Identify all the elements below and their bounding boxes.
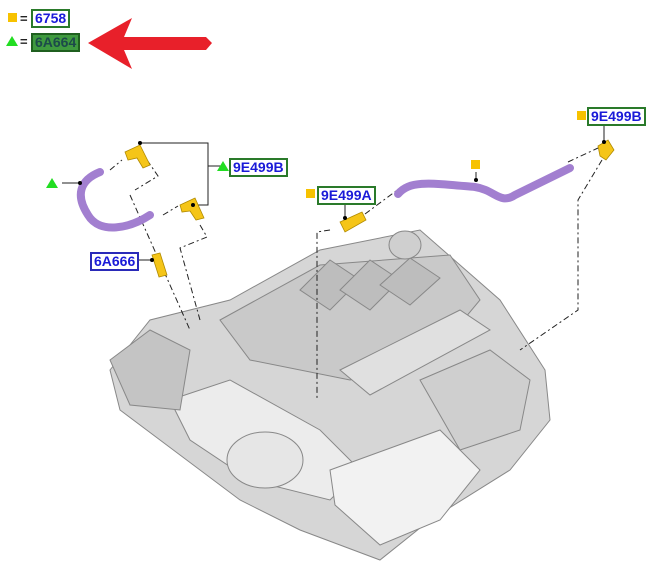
callout-right-connector: 9E499B [587,107,646,126]
legend-equals: = [20,11,28,26]
callout-valve: 6A666 [90,252,140,271]
legend-equals: = [20,34,28,49]
square-marker-icon [577,111,586,120]
legend-part-6a664: 6A664 [31,33,81,52]
square-marker-icon [306,189,315,198]
callout-middle-connector: 9E499A [317,186,376,205]
callout-left-connector: 9E499B [229,158,288,177]
triangle-marker-icon [217,161,229,171]
square-marker-icon [471,160,480,169]
triangle-marker-icon [6,36,18,46]
triangle-marker-icon [46,178,58,188]
square-marker-icon [8,13,17,22]
red-arrow-icon [88,18,212,69]
legend-part-6758: 6758 [31,9,71,28]
hose-left [76,168,154,232]
hose-right [394,164,574,203]
engine-block [109,229,551,561]
